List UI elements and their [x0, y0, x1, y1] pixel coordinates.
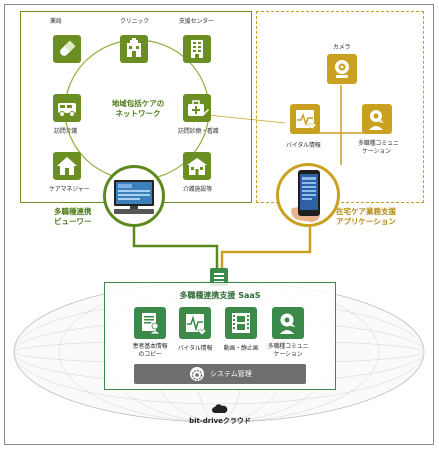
support-center-building-icon — [183, 35, 211, 63]
home-care-box — [256, 11, 424, 203]
app-label-line2: アプリケーション — [336, 217, 396, 226]
system-management-bar: システム管理 — [134, 364, 306, 384]
speech-person-icon-home — [362, 104, 392, 134]
medical-bag-icon — [183, 94, 211, 122]
saas-module-1-line2: のコピー — [138, 351, 162, 358]
viewer-label-line2: ビューワー — [54, 217, 92, 226]
saas-module-1-line1: 患者基本情報 — [132, 343, 168, 350]
viewer-label: 多職種連携 ビューワー — [54, 207, 92, 227]
node-label-care-facility: 介護施設等 — [183, 186, 213, 193]
app-to-saas-line — [220, 225, 312, 268]
viewer-to-saas-line — [132, 225, 219, 268]
computer-icon — [114, 180, 154, 214]
node-label-visiting-care: 訪問介護 — [54, 128, 78, 135]
node-label-visiting-medical: 訪問診療・看護 — [178, 128, 219, 135]
vital-heart-icon-home — [290, 104, 320, 134]
smartphone-icon — [291, 170, 320, 222]
node-label-support-center: 支援センター — [179, 18, 214, 25]
cloud-icon — [212, 404, 228, 413]
node-label-pharmacy: 薬局 — [50, 18, 62, 25]
care-van-icon — [53, 94, 81, 122]
saas-module-1-label: 患者基本情報 のコピー — [133, 343, 168, 359]
comm-label-line2: ケーション — [362, 148, 391, 155]
viewer-label-line1: 多職種連携 — [54, 207, 92, 216]
cloud-label: bit-driveクラウド — [189, 417, 251, 425]
clinic-building-icon — [120, 35, 148, 63]
vital-label: バイタル情報 — [286, 142, 321, 149]
saas-module-4-line1: 多職種コミュニ — [267, 343, 309, 350]
patient-record-icon — [134, 307, 166, 339]
saas-title: 多職種連携支援 SaaS — [179, 291, 261, 300]
saas-module-4-line2: ケーション — [273, 351, 303, 358]
saas-module-2-label: バイタル情報 — [177, 345, 213, 352]
saas-module-4-label: 多職種コミュニ ケーション — [268, 343, 309, 359]
camera-label: カメラ — [333, 44, 351, 51]
node-label-care-manager: ケアマネジャー — [49, 186, 90, 193]
app-label-line1: 在宅ケア業務支援 — [336, 207, 396, 216]
network-title: 地域包括ケアの ネットワーク — [98, 99, 178, 119]
node-label-clinic: クリニック — [120, 18, 150, 25]
network-title-line1: 地域包括ケアの — [111, 99, 165, 108]
network-title-line2: ネットワーク — [115, 109, 161, 118]
film-icon — [225, 307, 257, 339]
app-label: 在宅ケア業務支援 アプリケーション — [336, 207, 396, 227]
house-icon — [53, 152, 81, 180]
care-facility-icon — [183, 152, 211, 180]
comm-label-line1: 多職種コミュニ — [358, 140, 399, 147]
gear-icon — [190, 367, 204, 381]
speech-person-icon — [272, 307, 304, 339]
vital-heart-icon — [179, 307, 211, 339]
camera-icon — [327, 54, 357, 84]
system-management-label: システム管理 — [210, 370, 252, 378]
comm-label: 多職種コミュニ ケーション — [358, 140, 399, 156]
saas-module-3-label: 動画・静止画 — [223, 345, 259, 352]
pill-icon — [53, 35, 81, 63]
network-to-homecare-line — [207, 114, 286, 124]
figure-frame — [4, 4, 434, 445]
